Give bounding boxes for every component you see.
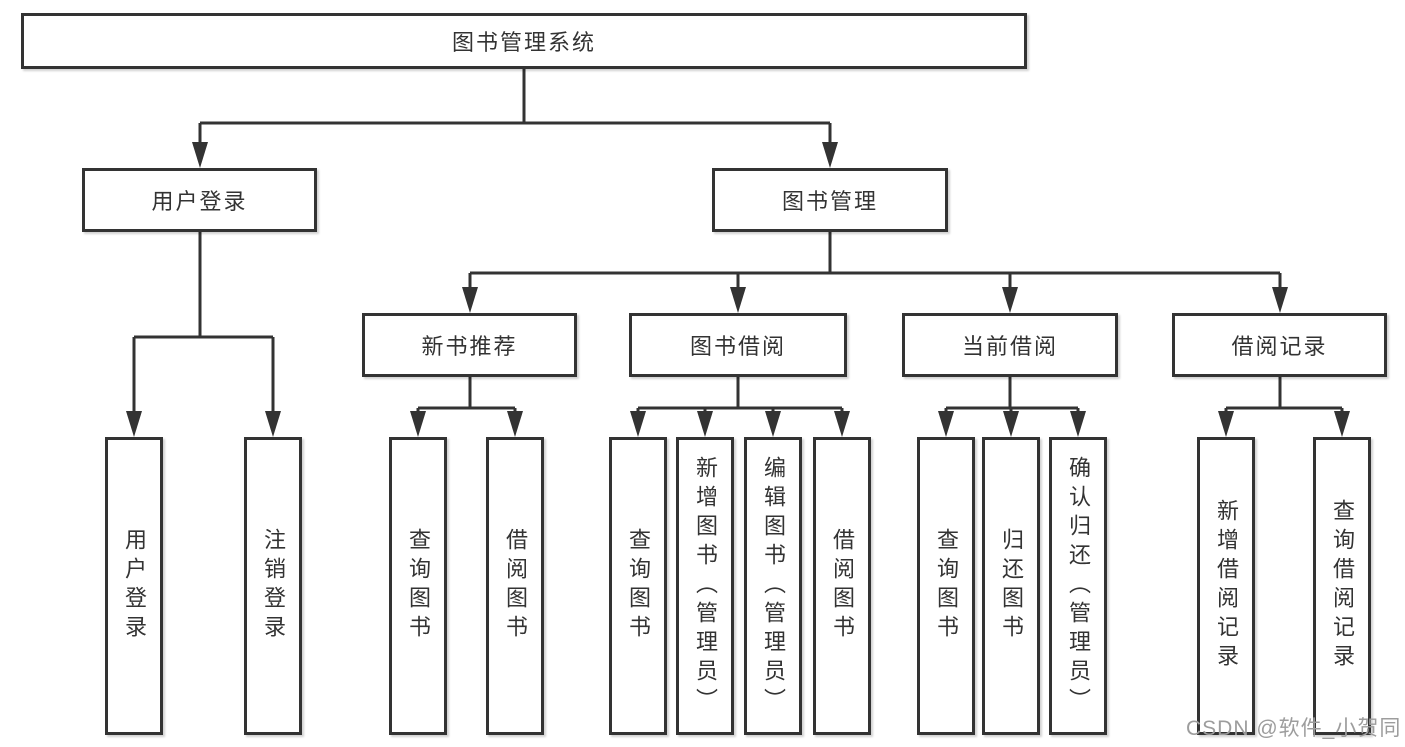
node-label: 图书管理系统 <box>451 30 596 55</box>
node-label: 借阅图书 <box>830 528 855 644</box>
node-add-borrow-record: 新增借阅记录 <box>1197 437 1255 735</box>
node-label: 图书借阅 <box>689 334 786 359</box>
node-borrow-books: 借阅图书 <box>813 437 871 735</box>
node-label: 新书推荐 <box>421 334 518 359</box>
node-return-books: 归还图书 <box>982 437 1040 735</box>
node-query-borrow-record: 查询借阅记录 <box>1313 437 1371 735</box>
node-book-borrowing: 图书借阅 <box>629 313 847 377</box>
node-label: 查询图书 <box>406 528 431 644</box>
arrowheads <box>126 142 1350 437</box>
node-new-book-recommendation: 新书推荐 <box>362 313 577 377</box>
node-label: 当前借阅 <box>961 334 1058 359</box>
node-confirm-return-admin: 确认归还（管理员） <box>1049 437 1107 735</box>
node-label: 新增图书（管理员） <box>693 455 718 717</box>
node-library-management-system: 图书管理系统 <box>21 13 1027 69</box>
node-query-books-recommend: 查询图书 <box>389 437 447 735</box>
node-label: 新增借阅记录 <box>1214 499 1239 673</box>
node-query-books-current: 查询图书 <box>917 437 975 735</box>
node-book-management: 图书管理 <box>712 168 948 232</box>
node-label: 借阅记录 <box>1231 334 1328 359</box>
node-add-book-admin: 新增图书（管理员） <box>676 437 734 735</box>
node-label: 用户登录 <box>151 189 248 214</box>
node-label: 确认归还（管理员） <box>1066 455 1091 717</box>
node-label: 查询图书 <box>626 528 651 644</box>
node-edit-book-admin: 编辑图书（管理员） <box>744 437 802 735</box>
node-label: 归还图书 <box>999 528 1024 644</box>
node-label: 借阅图书 <box>503 528 528 644</box>
node-label: 查询图书 <box>934 528 959 644</box>
node-label: 查询借阅记录 <box>1330 499 1355 673</box>
node-label: 用户登录 <box>122 528 147 644</box>
node-borrowing-records: 借阅记录 <box>1172 313 1387 377</box>
node-current-borrowing: 当前借阅 <box>902 313 1118 377</box>
node-label: 注销登录 <box>261 528 286 644</box>
node-user-login: 用户登录 <box>105 437 163 735</box>
node-query-books-borrow: 查询图书 <box>609 437 667 735</box>
watermark: CSDN @软件_小贺同学 <box>1186 717 1402 740</box>
node-label: 图书管理 <box>781 189 878 214</box>
node-user-login-branch: 用户登录 <box>82 168 317 232</box>
node-logout: 注销登录 <box>244 437 302 735</box>
node-borrow-books-recommend: 借阅图书 <box>486 437 544 735</box>
node-label: 编辑图书（管理员） <box>761 455 786 717</box>
